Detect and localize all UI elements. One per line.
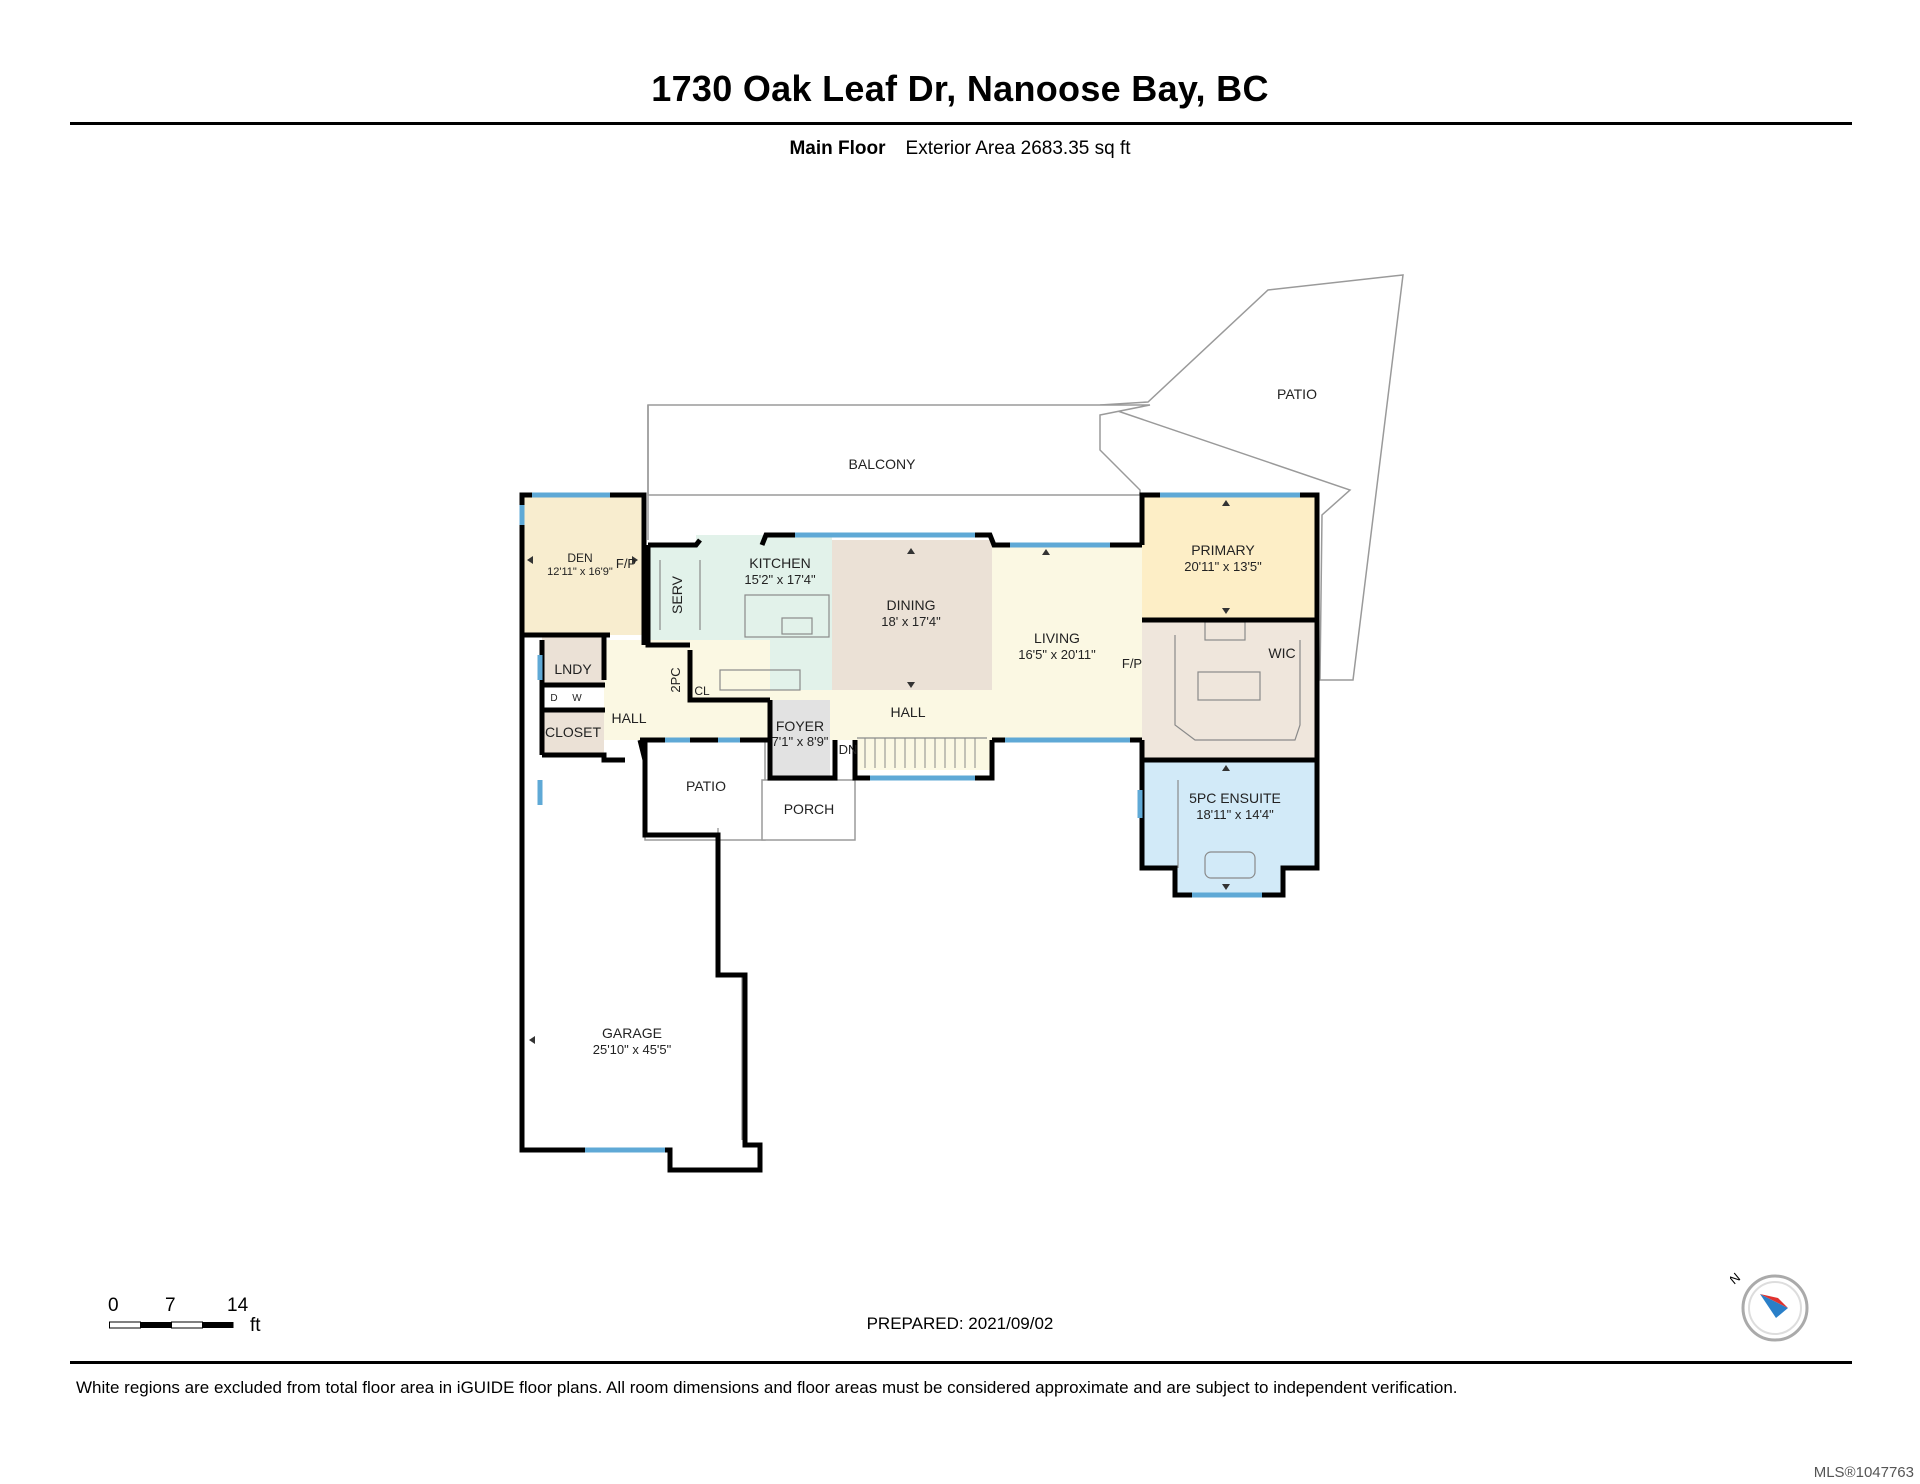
label-foyer-dim: 7'1" x 8'9" <box>772 734 829 749</box>
label-den: DEN <box>567 551 592 565</box>
label-patio-ne: PATIO <box>1277 386 1317 402</box>
closet-room <box>542 710 604 755</box>
label-dn: DN <box>839 742 858 757</box>
compass-north-label: N <box>1730 1270 1743 1288</box>
scale-tick-14: 14 <box>227 1295 249 1316</box>
prepared-date: PREPARED: 2021/09/02 <box>866 1314 1054 1333</box>
label-kitchen: KITCHEN <box>749 555 810 571</box>
label-closet: CLOSET <box>545 724 601 740</box>
label-porch: PORCH <box>784 801 835 817</box>
balcony-area <box>647 404 1151 496</box>
label-hall-main: HALL <box>890 704 925 720</box>
label-ensuite: 5PC ENSUITE <box>1189 790 1281 806</box>
label-den-fp: F/P <box>616 556 636 571</box>
den-room <box>522 495 644 635</box>
label-garage-dim: 25'10" x 45'5" <box>593 1042 672 1057</box>
scale-tick-7: 7 <box>165 1295 176 1316</box>
exterior-area: Exterior Area 2683.35 sq ft <box>905 138 1131 159</box>
dining-room <box>832 540 992 690</box>
page-title: 1730 Oak Leaf Dr, Nanoose Bay, BC <box>651 68 1269 109</box>
label-serv: SERV <box>669 575 685 614</box>
header-rule <box>70 122 1852 125</box>
stairs-area <box>855 735 990 770</box>
label-lndy: LNDY <box>554 661 592 677</box>
label-balcony: BALCONY <box>849 456 917 472</box>
living-room <box>992 545 1142 740</box>
foyer-room <box>770 700 830 778</box>
label-2pc: 2PC <box>668 667 683 692</box>
label-living-fp: F/P <box>1122 656 1142 671</box>
floor-subtitle: Main Floor Exterior Area 2683.35 sq ft <box>0 138 1920 160</box>
label-hall-west: HALL <box>611 710 646 726</box>
label-garage: GARAGE <box>602 1025 662 1041</box>
label-living: LIVING <box>1034 630 1080 646</box>
label-primary-dim: 20'11" x 13'5" <box>1184 559 1262 574</box>
serv-room <box>648 545 696 645</box>
label-dining-dim: 18' x 17'4" <box>881 614 941 629</box>
scale-tick-0: 0 <box>108 1295 119 1316</box>
label-living-dim: 16'5" x 20'11" <box>1018 647 1096 662</box>
label-foyer: FOYER <box>776 718 824 734</box>
label-cl: CL <box>694 684 710 698</box>
mls-number: MLS®1047763 <box>1813 1464 1914 1481</box>
dimension-markers <box>527 500 1230 1044</box>
label-den-dim: 12'11" x 16'9" <box>547 566 613 578</box>
footer-rule <box>70 1361 1852 1364</box>
scale-unit: ft <box>250 1315 261 1336</box>
floor-name: Main Floor <box>789 138 886 159</box>
fixtures <box>659 560 1301 1140</box>
label-ensuite-dim: 18'11" x 14'4" <box>1196 807 1274 822</box>
scale-bar: 0 7 14 ft <box>100 1295 300 1345</box>
label-primary: PRIMARY <box>1191 542 1255 558</box>
label-wic: WIC <box>1268 645 1295 661</box>
primary-room <box>1142 495 1317 620</box>
label-kitchen-dim: 15'2" x 17'4" <box>744 572 816 587</box>
lndy-room <box>542 635 604 685</box>
disclaimer-text: White regions are excluded from total fl… <box>76 1378 1458 1397</box>
windows <box>519 492 1300 1153</box>
wic-room <box>1142 620 1317 760</box>
label-washer-w: W <box>572 693 582 704</box>
scale-bar-graphic <box>109 1321 234 1329</box>
label-dining: DINING <box>887 597 936 613</box>
compass-icon: N <box>1726 1268 1810 1353</box>
label-washer-d: D <box>550 693 557 704</box>
ensuite-room <box>1142 760 1317 895</box>
label-patio-south: PATIO <box>686 778 726 794</box>
porch-area <box>761 779 856 841</box>
patio-ne-area <box>1099 274 1404 681</box>
